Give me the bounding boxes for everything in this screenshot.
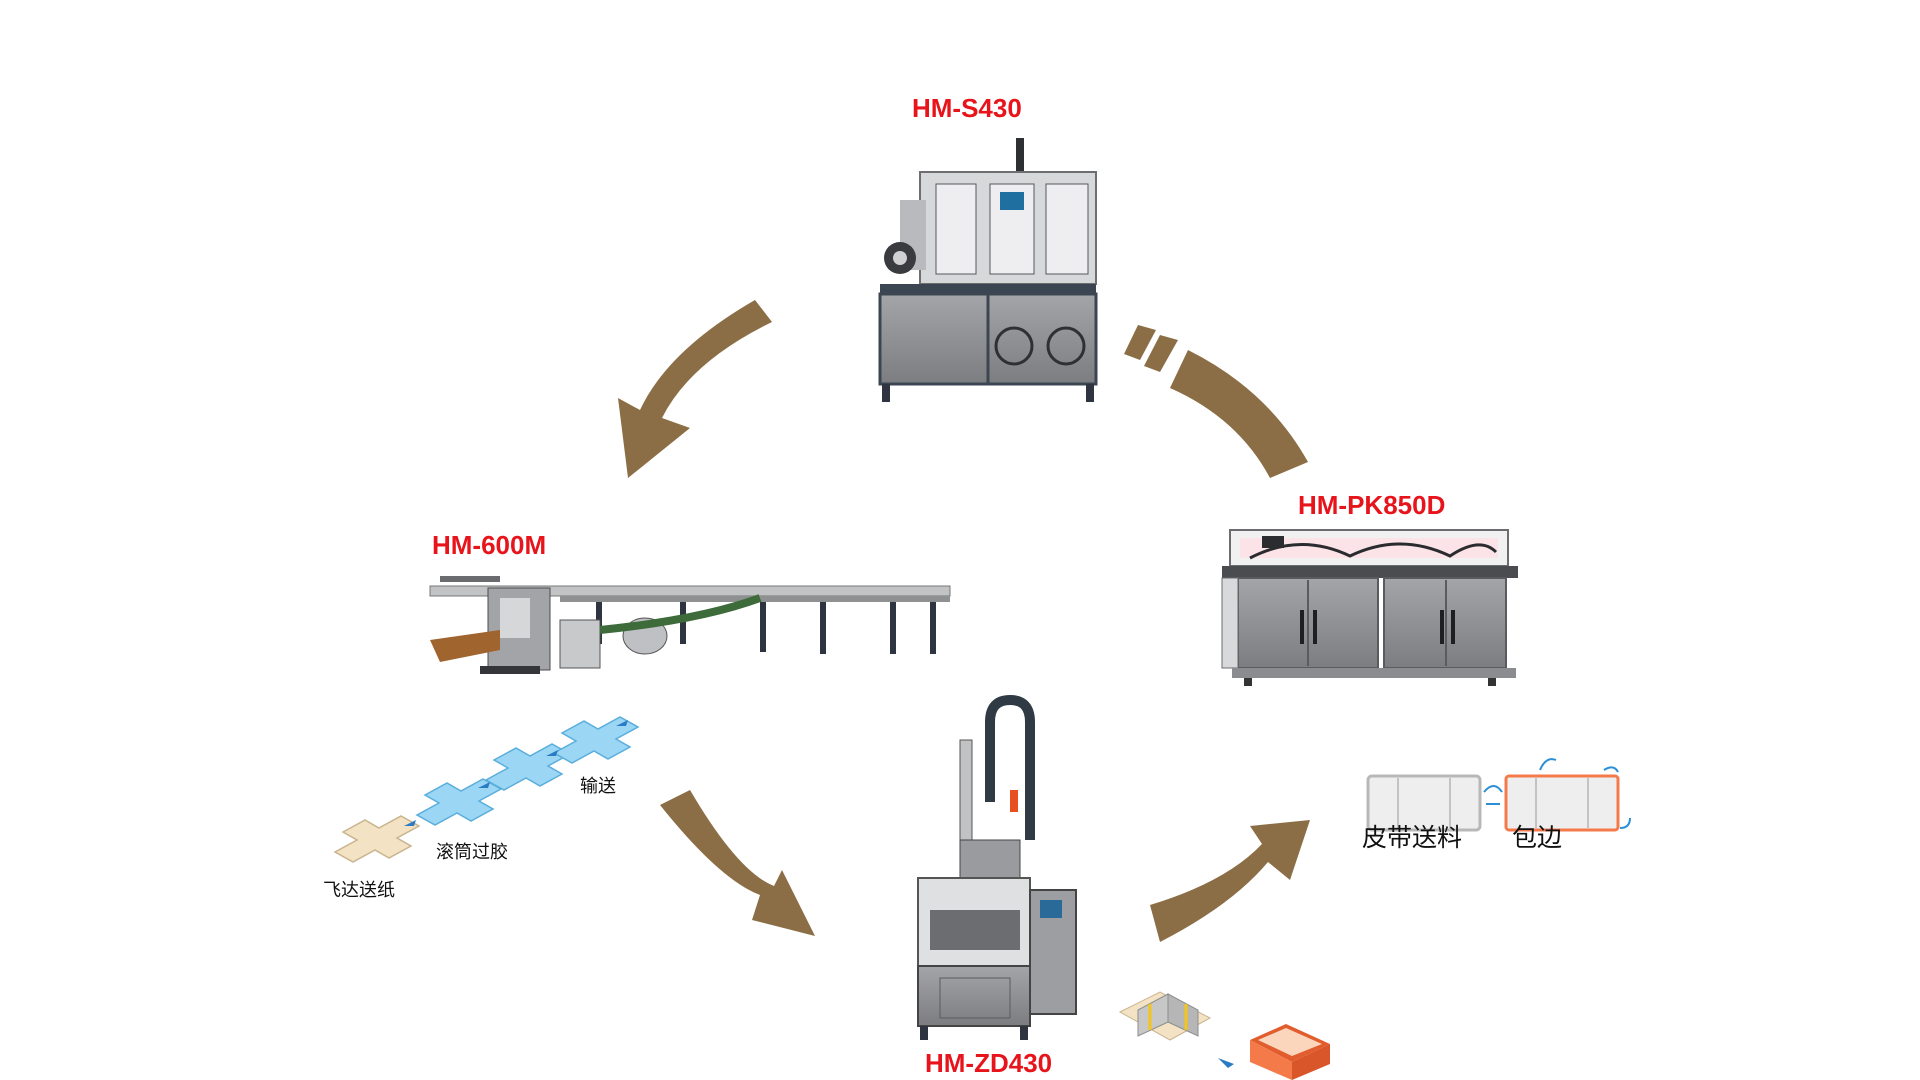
machine-hm-s430-image	[878, 138, 1098, 402]
flow-arrow-top-right	[1124, 325, 1308, 478]
process-blank-glued-1	[415, 778, 503, 826]
process-blank-kraft	[333, 815, 421, 863]
curved-blue-arrows	[1483, 758, 1631, 829]
flow-arrow-bottom-right	[1150, 820, 1310, 942]
process-panel-belt-feed	[1366, 774, 1482, 832]
process-box-unfolded	[1118, 991, 1212, 1041]
process-box-finished-orange	[1250, 1024, 1330, 1080]
small-flow-arrow-box	[1218, 1058, 1234, 1068]
flow-arrow-top-left	[618, 300, 772, 478]
machine-hm-pk850d-image	[1221, 529, 1518, 686]
label-hm-s430: HM-S430	[912, 93, 1022, 123]
label-belt-feed: 皮带送料	[1362, 823, 1463, 852]
label-hm-zd430: HM-ZD430	[925, 1048, 1053, 1078]
label-convey: 输送	[580, 776, 616, 797]
flow-arrow-middle	[660, 790, 815, 936]
label-roller-glue: 滚筒过胶	[436, 842, 508, 863]
label-feeder: 飞达送纸	[323, 880, 395, 901]
machine-hm-zd430-image	[917, 694, 1077, 1040]
small-flow-arrows	[404, 720, 628, 826]
process-panel-wrap-edge	[1504, 774, 1620, 832]
machine-hm-600m-image	[429, 576, 951, 674]
label-wrap-edge: 包边	[1512, 823, 1563, 852]
label-hm-pk850d: HM-PK850D	[1298, 490, 1446, 520]
label-hm-600m: HM-600M	[432, 530, 547, 560]
